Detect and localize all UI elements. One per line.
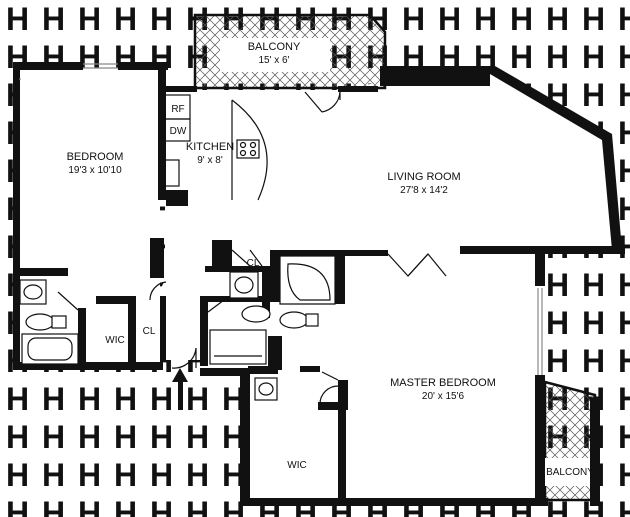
bedroom-closet-label: CL (143, 326, 156, 337)
bath-fixtures (19, 255, 336, 401)
balcony-right-name: BALCONY (546, 467, 594, 478)
kitchen-name: KITCHEN (186, 141, 234, 153)
balcony-top-size: 15' x 6' (258, 55, 289, 66)
doors (57, 91, 447, 405)
balcony-top (193, 13, 387, 90)
master-bedroom-size: 20' x 15'6 (422, 391, 465, 402)
hall-closet-label: CL (247, 258, 260, 269)
refrigerator-label: RF (171, 104, 184, 115)
living-room-size: 27'8 x 14'2 (400, 185, 448, 196)
bedroom-wic-label: WIC (105, 335, 124, 346)
kitchen-size: 9' x 8' (197, 155, 223, 166)
master-bedroom-name: MASTER BEDROOM (390, 377, 496, 389)
bedroom-name: BEDROOM (67, 151, 124, 163)
bedroom-size: 19'3 x 10'10 (68, 165, 122, 176)
balcony-top-name: BALCONY (248, 41, 301, 53)
dishwasher-label: DW (170, 126, 187, 137)
kitchen-counter (164, 94, 268, 201)
entry-arrow-icon (172, 368, 188, 410)
room-labels: BALCONY 15' x 6' BEDROOM 19'3 x 10'10 KI… (67, 41, 595, 478)
master-wic-label: WIC (287, 460, 306, 471)
balcony-right (543, 380, 600, 502)
living-room-name: LIVING ROOM (387, 171, 460, 183)
windows (19, 63, 543, 375)
walls (13, 62, 625, 506)
